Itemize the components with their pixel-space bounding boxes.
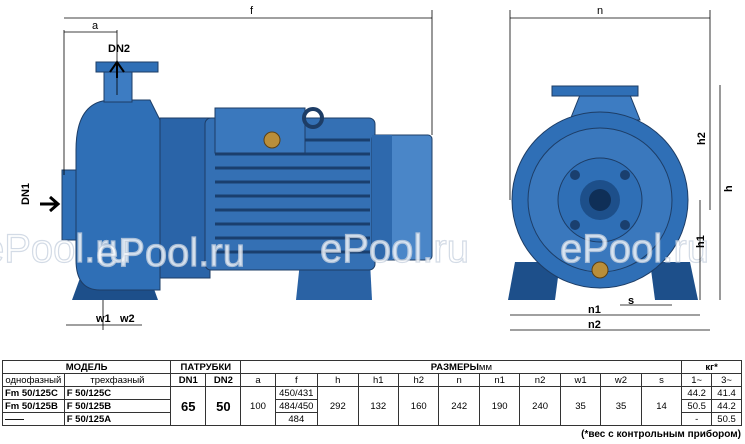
- table-row: Fm 50/125B F 50/125B 484/450 50.5 44.2: [2, 399, 742, 413]
- value-n: 242: [438, 386, 480, 426]
- col-header: w1: [559, 373, 602, 387]
- table-row: —— F 50/125A 484 - 50.5: [2, 412, 742, 426]
- col-header: a: [240, 373, 276, 387]
- value-f: 450/431: [274, 386, 319, 400]
- value-f: 484/450: [274, 399, 319, 413]
- col-header: s: [640, 373, 683, 387]
- subheader-three: трехфазный: [63, 373, 172, 387]
- dn2-arrow-icon: [109, 60, 125, 78]
- col-header: 3~: [711, 373, 742, 387]
- col-header: DN2: [205, 373, 242, 387]
- value-h: 292: [317, 386, 359, 426]
- header-dims: РАЗМЕРЫмм: [240, 360, 683, 374]
- dim-label-dn2: DN2: [108, 43, 130, 55]
- model-single: ——: [2, 412, 65, 426]
- weight-single: -: [681, 412, 713, 426]
- dimension-lines: [63, 10, 721, 331]
- model-three: F 50/125A: [63, 412, 172, 426]
- watermark-text: ePool.ru: [320, 227, 469, 271]
- weight-single: 44.2: [681, 386, 713, 400]
- header-ports: ПАТРУБКИ: [170, 360, 242, 374]
- value-n1: 190: [478, 386, 521, 426]
- dim-label-a: a: [92, 20, 99, 32]
- value-w2: 35: [600, 386, 642, 426]
- dim-label-n1: n1: [588, 304, 601, 316]
- col-header: h: [317, 373, 359, 387]
- value-h1: 132: [357, 386, 400, 426]
- weight-three: 44.2: [711, 399, 742, 413]
- dim-label-s: s: [628, 295, 634, 307]
- col-header: DN1: [170, 373, 207, 387]
- dim-label-n2: n2: [588, 319, 601, 331]
- weight-single: 50.5: [681, 399, 713, 413]
- header-model: МОДЕЛЬ: [1, 360, 172, 374]
- dim-label-f: f: [250, 5, 254, 17]
- col-header: w2: [600, 373, 642, 387]
- col-header: n2: [519, 373, 561, 387]
- dim-label-h2: h2: [696, 132, 708, 145]
- dim-label-w2: w2: [119, 313, 135, 325]
- dim-label-dn1: DN1: [20, 183, 32, 205]
- dn1-arrow-icon: [40, 195, 61, 213]
- specs-table: МОДЕЛЬ ПАТРУБКИ РАЗМЕРЫмм кг* однофазный…: [1, 360, 742, 426]
- value-dn1: 65: [170, 386, 207, 426]
- header-weight: кг*: [681, 360, 742, 374]
- col-header: n: [438, 373, 480, 387]
- model-three: F 50/125B: [63, 399, 172, 413]
- subheader-single: однофазный: [2, 373, 65, 387]
- value-h2: 160: [397, 386, 440, 426]
- weight-footnote: (*вес с контрольным прибором): [581, 429, 741, 440]
- value-n2: 240: [519, 386, 561, 426]
- dim-label-h: h: [723, 185, 735, 192]
- value-w1: 35: [559, 386, 602, 426]
- model-single: Fm 50/125B: [2, 399, 65, 413]
- value-f: 484: [274, 412, 319, 426]
- model-single: Fm 50/125C: [2, 386, 65, 400]
- watermark-layer: ePool.ru ePool.ru ePool.ru ePool.ru: [0, 226, 710, 275]
- model-three: F 50/125C: [63, 386, 172, 400]
- watermark-text: ePool.ru: [560, 227, 709, 271]
- weight-three: 50.5: [711, 412, 742, 426]
- col-header: n1: [478, 373, 521, 387]
- watermark-text: ePool.ru: [96, 231, 245, 275]
- watermark-text: ePool.ru: [0, 227, 131, 271]
- pump-front-view: [508, 85, 698, 300]
- table-row: Fm 50/125C F 50/125C 65 50 100 450/431 2…: [2, 386, 742, 426]
- dim-label-h1: h1: [695, 235, 707, 248]
- pump-side-view: [61, 61, 433, 300]
- col-header: h2: [397, 373, 440, 387]
- value-s: 14: [640, 386, 683, 426]
- dim-label-n: n: [597, 5, 603, 17]
- col-header: h1: [357, 373, 400, 387]
- col-header: f: [274, 373, 319, 387]
- value-dn2: 50: [205, 386, 242, 426]
- dim-label-w1: w1: [95, 313, 111, 325]
- pump-drawing: ePool.ru ePool.ru ePool.ru ePool.ru a f …: [0, 5, 735, 331]
- value-a: 100: [240, 386, 276, 426]
- weight-three: 41.4: [711, 386, 742, 400]
- col-header: 1~: [681, 373, 713, 387]
